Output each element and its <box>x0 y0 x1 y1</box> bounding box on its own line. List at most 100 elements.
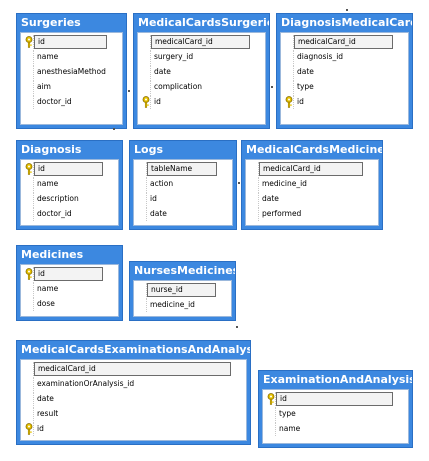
table-title: MedicalCardsExaminationsAndAnalysis <box>21 343 250 356</box>
column-row-date[interactable]: date <box>281 65 408 79</box>
column-row-medical-card-id[interactable]: medicalCard_id <box>138 35 265 49</box>
column-row-id[interactable]: id <box>281 95 408 109</box>
column-row-name[interactable]: name <box>263 422 408 436</box>
column-row-id[interactable]: id <box>138 95 265 109</box>
column-row-performed[interactable]: performed <box>246 207 378 221</box>
column-name: surgery_id <box>154 52 194 61</box>
column-row-surgery-id[interactable]: surgery_id <box>138 50 265 64</box>
row-selector <box>246 177 259 191</box>
column-row-medical-card-id[interactable]: medicalCard_id <box>21 362 246 376</box>
column-name: complication <box>154 82 203 91</box>
column-row-description[interactable]: description <box>21 192 118 206</box>
column-row-complication[interactable]: complication <box>138 80 265 94</box>
row-selector <box>138 65 151 79</box>
column-name: date <box>262 194 279 203</box>
column-row-id[interactable]: id <box>21 162 118 176</box>
table-title: Diagnosis <box>21 143 82 156</box>
column-row-date[interactable]: date <box>138 65 265 79</box>
column-name: description <box>37 194 79 203</box>
column-row-name[interactable]: name <box>21 50 122 64</box>
column-row-id[interactable]: id <box>21 35 122 49</box>
column-row-name[interactable]: name <box>21 177 118 191</box>
column-row-result[interactable]: result <box>21 407 246 421</box>
column-row-date[interactable]: date <box>134 207 232 221</box>
column-row-examination-or-analysis-id[interactable]: examinationOrAnalysis_id <box>21 377 246 391</box>
column-name: date <box>37 394 54 403</box>
table-diagnosis[interactable]: Diagnosis id name description doctor_id <box>16 140 123 230</box>
column-name: id <box>37 424 44 433</box>
column-name: nurse_id <box>147 283 216 297</box>
column-name: diagnosis_id <box>297 52 344 61</box>
table-medical-cards-examinations-and-analysis[interactable]: MedicalCardsExaminationsAndAnalysis medic… <box>16 340 251 445</box>
table-title: DiagnosisMedicalCards <box>281 16 412 29</box>
relationship-marker <box>113 128 115 130</box>
column-name: doctor_id <box>37 209 72 218</box>
column-name: result <box>37 409 59 418</box>
row-selector <box>21 392 34 406</box>
row-selector <box>246 207 259 221</box>
column-row-id[interactable]: id <box>21 267 118 281</box>
column-row-name[interactable]: name <box>21 282 118 296</box>
column-name: name <box>37 179 59 188</box>
column-row-diagnosis-id[interactable]: diagnosis_id <box>281 50 408 64</box>
row-selector <box>281 80 294 94</box>
row-selector <box>263 422 276 436</box>
column-row-medicine-id[interactable]: medicine_id <box>134 298 231 312</box>
column-row-anesthesia-method[interactable]: anesthesiaMethod <box>21 65 122 79</box>
column-row-aim[interactable]: aim <box>21 80 122 94</box>
row-selector <box>21 95 34 109</box>
column-name: action <box>150 179 174 188</box>
row-selector <box>21 65 34 79</box>
relationship-marker <box>128 90 130 92</box>
table-title: Surgeries <box>21 16 81 29</box>
column-row-id[interactable]: id <box>263 392 408 406</box>
column-row-medical-card-id[interactable]: medicalCard_id <box>246 162 378 176</box>
column-name: anesthesiaMethod <box>37 67 106 76</box>
row-selector <box>21 267 34 281</box>
row-selector <box>21 35 34 49</box>
relationship-marker <box>271 86 273 88</box>
row-selector <box>21 282 34 296</box>
column-row-doctor-id[interactable]: doctor_id <box>21 95 122 109</box>
column-row-medical-card-id[interactable]: medicalCard_id <box>281 35 408 49</box>
column-row-medicine-id[interactable]: medicine_id <box>246 177 378 191</box>
key-icon <box>141 96 151 108</box>
column-row-doctor-id[interactable]: doctor_id <box>21 207 118 221</box>
column-name: medicalCard_id <box>259 162 363 176</box>
column-row-action[interactable]: action <box>134 177 232 191</box>
column-name: medicine_id <box>262 179 307 188</box>
column-row-id[interactable]: id <box>134 192 232 206</box>
column-row-type[interactable]: type <box>263 407 408 421</box>
row-selector <box>21 422 34 436</box>
column-row-dose[interactable]: dose <box>21 297 118 311</box>
row-selector <box>281 35 294 49</box>
column-name: aim <box>37 82 51 91</box>
key-icon <box>24 423 34 435</box>
row-selector <box>246 192 259 206</box>
row-selector <box>21 162 34 176</box>
column-row-date[interactable]: date <box>21 392 246 406</box>
row-selector <box>246 162 259 176</box>
relationship-marker <box>236 326 238 328</box>
column-row-nurse-id[interactable]: nurse_id <box>134 283 231 297</box>
column-name: name <box>279 424 301 433</box>
column-name: id <box>276 392 393 406</box>
row-selector <box>21 377 34 391</box>
column-row-type[interactable]: type <box>281 80 408 94</box>
column-row-date[interactable]: date <box>246 192 378 206</box>
column-row-table-name[interactable]: tableName <box>134 162 232 176</box>
column-row-id[interactable]: id <box>21 422 246 436</box>
table-title: Medicines <box>21 248 84 261</box>
column-name: medicalCard_id <box>151 35 250 49</box>
row-selector <box>134 192 147 206</box>
